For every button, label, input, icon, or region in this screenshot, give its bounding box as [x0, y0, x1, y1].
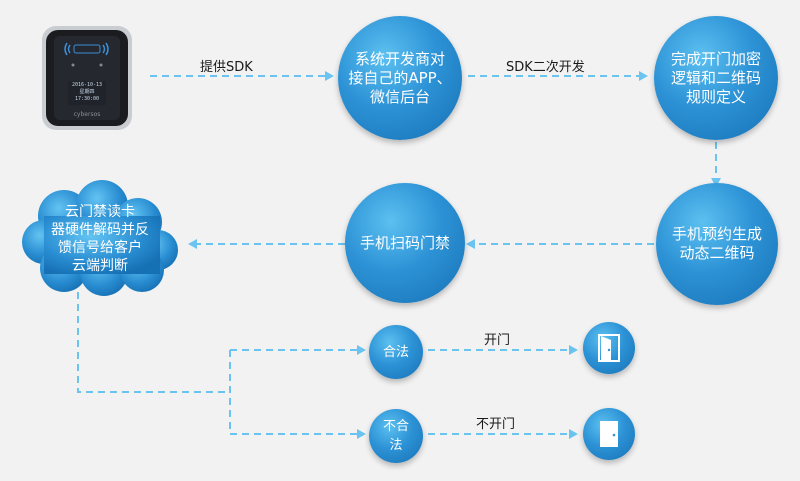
node-legal-text: 合法: [382, 344, 409, 360]
node-phone-qr: 手机预约生成 动态二维码: [656, 183, 778, 305]
door-closed-node: [583, 408, 635, 460]
cloud-text: 云门禁读卡 器硬件解码并反 馈信号给客户 云端判断: [51, 204, 149, 274]
device-date: 2016-10-13: [71, 82, 103, 88]
device-time: 17:30:00: [74, 96, 100, 102]
node-legal: 合法: [369, 325, 423, 379]
node-system-developer-text: 系统开发商对 接自己的APP、 微信后台: [348, 49, 452, 106]
door-open-node: [583, 322, 635, 374]
node-system-developer: 系统开发商对 接自己的APP、 微信后台: [338, 16, 462, 140]
connector-cloud-down: [77, 292, 230, 393]
label-no-open: 不开门: [476, 417, 516, 432]
node-phone-qr-text: 手机预约生成 动态二维码: [671, 225, 762, 262]
door-open-icon: [598, 334, 620, 362]
node-logic-definition-text: 完成开门加密 逻辑和二维码 规则定义: [670, 49, 761, 106]
node-illegal-text: 不合法: [382, 419, 409, 453]
node-logic-definition: 完成开门加密 逻辑和二维码 规则定义: [654, 16, 778, 140]
label-provide-sdk: 提供SDK: [200, 60, 253, 75]
device-brand: cybersos: [73, 111, 101, 118]
node-illegal: 不合法: [369, 409, 423, 463]
door-closed-icon: [600, 421, 618, 447]
card-reader-device: [42, 26, 132, 130]
label-open: 开门: [484, 333, 511, 348]
cloud-shape: [22, 180, 178, 296]
device-weekday: 星期四: [79, 89, 95, 95]
label-sdk-dev: SDK二次开发: [506, 60, 585, 75]
node-scan-access: 手机扫码门禁: [345, 183, 465, 303]
node-scan-access-text: 手机扫码门禁: [359, 233, 450, 252]
